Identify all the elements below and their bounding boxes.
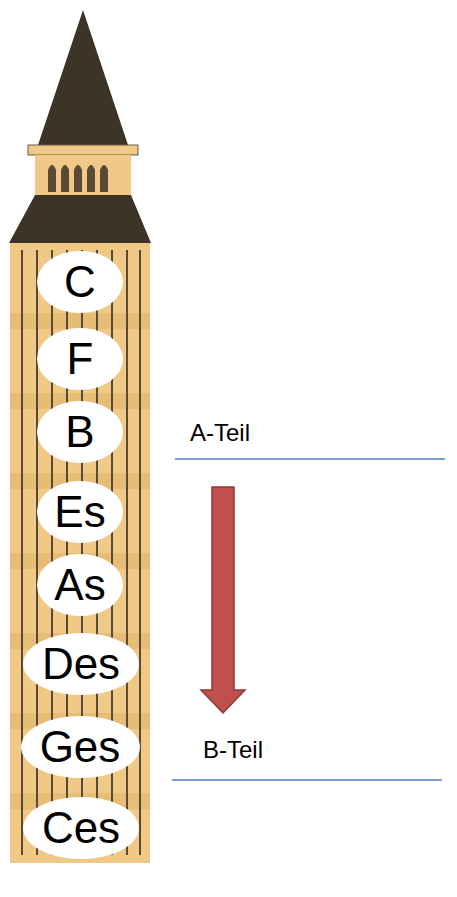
direction-arrow	[201, 487, 245, 713]
spire	[37, 10, 129, 148]
section-line	[172, 779, 442, 781]
note-oval: Ges	[21, 716, 140, 778]
note-name: Ces	[42, 806, 120, 850]
note-oval: B	[37, 401, 123, 463]
note-oval: Ces	[23, 797, 139, 859]
note-name: B	[65, 410, 94, 454]
note-name: Ges	[40, 725, 121, 769]
note-oval: F	[37, 328, 123, 390]
lantern	[35, 155, 131, 197]
tower-body	[10, 243, 150, 863]
note-name: Des	[42, 642, 120, 686]
section-label: B-Teil	[203, 738, 263, 762]
note-name: C	[64, 260, 96, 304]
section-line	[175, 458, 445, 460]
roof	[9, 195, 151, 243]
tower-bands	[10, 313, 150, 809]
note-oval: Es	[37, 481, 123, 543]
note-name: Es	[54, 490, 105, 534]
lantern-windows	[48, 165, 108, 192]
note-name: As	[54, 563, 105, 607]
note-oval: As	[37, 554, 123, 616]
section-label: A-Teil	[190, 421, 250, 445]
note-oval: C	[37, 251, 123, 313]
lantern-cap	[28, 145, 138, 155]
note-oval: Des	[23, 633, 139, 695]
note-name: F	[67, 337, 94, 381]
